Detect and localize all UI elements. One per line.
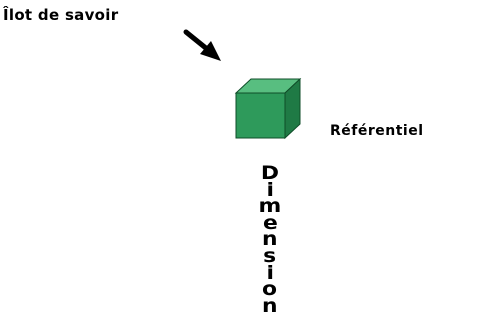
dimension-letter: n	[262, 228, 278, 251]
dimension-letter: s	[263, 244, 277, 267]
cube-front-face	[235, 92, 286, 139]
dimension-letter: i	[266, 178, 274, 201]
dimension-letter: o	[262, 278, 278, 301]
cube-icon	[234, 77, 302, 140]
dimension-letter: m	[258, 195, 282, 218]
dimension-letter: e	[262, 211, 278, 234]
dimension-letter: D	[260, 162, 280, 184]
arrow-icon	[183, 29, 221, 61]
dimension-letter: i	[266, 261, 274, 284]
referentiel-label: Référentiel	[330, 123, 424, 139]
dimension-letter: n	[262, 294, 278, 317]
ilot-de-savoir-label: Îlot de savoir	[3, 6, 119, 24]
